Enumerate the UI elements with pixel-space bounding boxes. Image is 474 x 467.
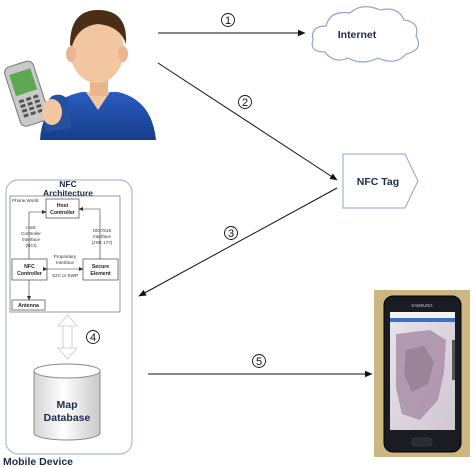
- svg-text:(NCI): (NCI): [26, 243, 37, 248]
- step-badge-2: 2: [238, 95, 252, 109]
- nfc-tag-shape: [342, 153, 419, 209]
- nfc-tag-label: NFC Tag: [357, 176, 399, 188]
- mobile-device-frame: [5, 179, 133, 455]
- svg-text:5: 5: [256, 356, 262, 368]
- arch-title-line1: NFC: [59, 179, 76, 189]
- step-badge-4: 4: [86, 330, 100, 344]
- svg-text:Proprietary: Proprietary: [54, 254, 77, 259]
- arrow-step-2: [157, 62, 338, 181]
- svg-text:Controller: Controller: [17, 271, 42, 277]
- svg-text:Antenna: Antenna: [18, 303, 39, 309]
- svg-text:S2C or SWP: S2C or SWP: [52, 273, 78, 278]
- person-with-phone-icon: [4, 10, 156, 140]
- mobile-device-label: Mobile Device: [3, 456, 73, 467]
- svg-text:(JSR 177): (JSR 177): [92, 240, 113, 245]
- arch-title-line2: Architecture: [43, 188, 93, 198]
- svg-text:ISO7816: ISO7816: [93, 228, 112, 233]
- map-db-line2: Database: [44, 412, 91, 424]
- smartphone-icon: SAMSUNG: [374, 290, 470, 457]
- svg-text:2: 2: [242, 97, 248, 109]
- nfc-architecture-panel: Phone World Host Controller NFC Controll…: [9, 195, 121, 313]
- svg-text:Host: Host: [26, 225, 36, 230]
- svg-text:4: 4: [90, 332, 96, 344]
- svg-text:3: 3: [228, 228, 234, 240]
- internet-label: Internet: [338, 29, 377, 41]
- svg-text:Controller: Controller: [50, 210, 75, 216]
- step-badge-5: 5: [252, 354, 266, 368]
- database-cylinder-icon: [33, 363, 101, 441]
- svg-text:Host: Host: [57, 203, 69, 209]
- svg-text:NFC: NFC: [24, 264, 35, 270]
- step-badge-1: 1: [221, 13, 235, 27]
- svg-text:Secure: Secure: [92, 264, 109, 270]
- svg-text:Interface: Interface: [93, 234, 111, 239]
- svg-text:Interface: Interface: [56, 260, 74, 265]
- arrow-step-3: [138, 187, 338, 297]
- arrow-step-4: [57, 314, 78, 360]
- phone-brand: SAMSUNG: [411, 303, 432, 308]
- step-badge-3: 3: [224, 226, 238, 240]
- svg-text:Element: Element: [90, 271, 110, 277]
- svg-text:Interface: Interface: [22, 237, 40, 242]
- phone-world-label: Phone World: [12, 198, 39, 203]
- cloud-icon: [311, 6, 419, 63]
- svg-text:Controller: Controller: [21, 231, 41, 236]
- svg-text:1: 1: [225, 15, 231, 27]
- map-db-line1: Map: [57, 399, 78, 411]
